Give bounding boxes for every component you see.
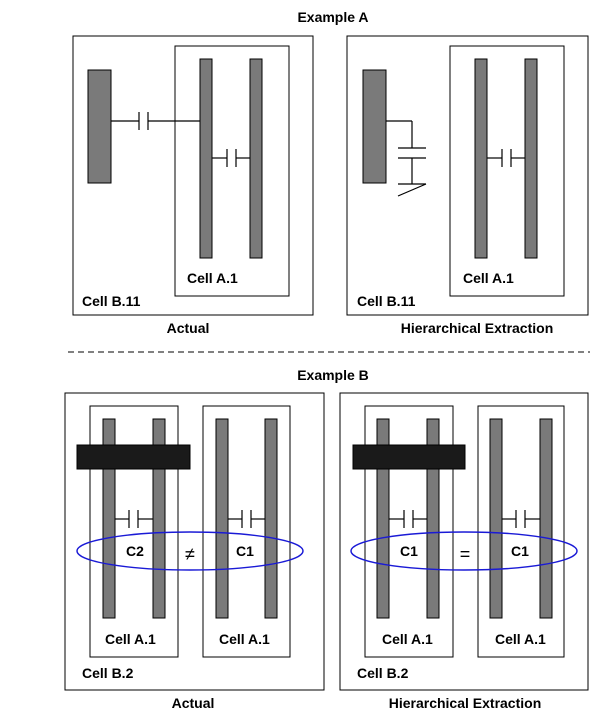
capacitor-c1-actual xyxy=(228,510,265,528)
wire-b-actual-3 xyxy=(215,418,229,619)
cap-label-c2-actual: C2 xyxy=(126,543,144,559)
example-b-title: Example B xyxy=(297,367,369,383)
inner-cell-label-a-left: Cell A.1 xyxy=(187,270,238,286)
wire-b-hier-4 xyxy=(539,418,553,619)
equal-sign: = xyxy=(460,544,471,564)
not-equal-sign: ≠ xyxy=(185,544,195,564)
external-wire-actual xyxy=(87,69,112,184)
overlapping-bar-actual xyxy=(76,444,191,470)
caption-b-right: Hierarchical Extraction xyxy=(389,695,542,711)
wire-left-actual xyxy=(199,58,213,259)
wire-left-hier xyxy=(474,58,488,259)
cell-b2-frame-actual xyxy=(64,392,325,691)
coupling-capacitor-internal-actual xyxy=(212,149,250,167)
capacitor-c2-actual xyxy=(115,510,153,528)
caption-a-left: Actual xyxy=(167,320,210,336)
capacitor-to-ground-hier xyxy=(386,120,427,197)
coupling-capacitor-internal-hier xyxy=(487,149,525,167)
wire-b-actual-4 xyxy=(264,418,278,619)
caption-b-left: Actual xyxy=(172,695,215,711)
outer-cell-label-a-right: Cell B.11 xyxy=(357,293,416,309)
example-a-title: Example A xyxy=(297,9,368,25)
wire-b-hier-3 xyxy=(489,418,503,619)
outer-cell-label-a-left: Cell B.11 xyxy=(82,293,141,309)
outer-cell-label-b-right: Cell B.2 xyxy=(357,665,409,681)
cell-a1-frame-actual xyxy=(174,45,290,297)
cap-label-c1-actual: C1 xyxy=(236,543,254,559)
cap-label-c1b-hier: C1 xyxy=(511,543,529,559)
coupling-capacitor-external-actual xyxy=(111,112,200,130)
cell-b2-frame-hier xyxy=(339,392,589,691)
overlapping-bar-hier xyxy=(352,444,466,470)
cell-b11-frame-actual xyxy=(72,35,314,316)
cell-b11-frame-hier xyxy=(346,35,589,316)
comparison-ellipse-hier xyxy=(350,531,578,571)
comparison-ellipse-actual xyxy=(76,531,304,571)
inner-cell-label-b-right-1: Cell A.1 xyxy=(382,631,433,647)
outer-cell-label-b-left: Cell B.2 xyxy=(82,665,134,681)
inner-cell-label-a-right: Cell A.1 xyxy=(463,270,514,286)
cell-a1-frame-hier xyxy=(449,45,565,297)
wire-right-hier xyxy=(524,58,538,259)
inner-cell-label-b-right-2: Cell A.1 xyxy=(495,631,546,647)
cap-label-c1a-hier: C1 xyxy=(400,543,418,559)
capacitor-c1b-hier xyxy=(502,510,540,528)
inner-cell-label-b-left-2: Cell A.1 xyxy=(219,631,270,647)
inner-cell-label-b-left-1: Cell A.1 xyxy=(105,631,156,647)
external-wire-hier xyxy=(362,69,387,184)
wire-right-actual xyxy=(249,58,263,259)
capacitor-c1a-hier xyxy=(389,510,427,528)
caption-a-right: Hierarchical Extraction xyxy=(401,320,554,336)
